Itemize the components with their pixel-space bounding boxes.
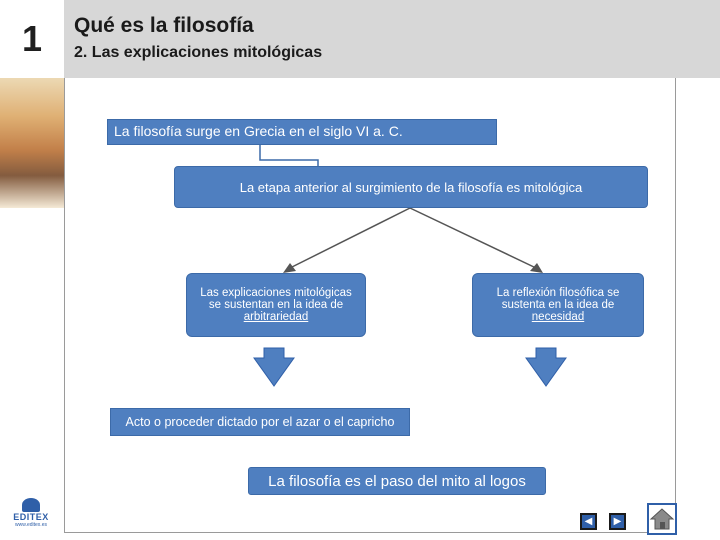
conclusion-box: La filosofía es el paso del mito al logo… xyxy=(248,467,546,495)
right-box-line2: sustenta en la idea de xyxy=(501,299,615,311)
mythological-stage-box: La etapa anterior al surgimiento de la f… xyxy=(174,166,648,208)
chapter-number: 1 xyxy=(21,18,43,59)
chapter-photo xyxy=(0,78,64,208)
page-title: Qué es la filosofía xyxy=(74,14,254,37)
previous-arrow-icon: ◀ xyxy=(584,516,593,527)
mythological-stage-text: La etapa anterior al surgimiento de la f… xyxy=(239,179,583,195)
previous-button[interactable]: ◀ xyxy=(580,513,597,530)
philosophical-reflection-box: La reflexión filosófica se sustenta en l… xyxy=(472,273,644,337)
definition-box: Acto o proceder dictado por el azar o el… xyxy=(110,408,410,436)
next-button[interactable]: ▶ xyxy=(609,513,626,530)
home-icon xyxy=(649,508,675,530)
editex-logo: EDITEX www.editex.es xyxy=(6,498,56,536)
origin-text: La filosofía surge en Grecia en el siglo… xyxy=(114,123,403,139)
right-box-keyword[interactable]: necesidad xyxy=(531,311,585,323)
definition-text: Acto o proceder dictado por el azar o el… xyxy=(125,415,395,429)
right-box-line1: La reflexión filosófica se xyxy=(496,287,620,299)
content-frame xyxy=(64,78,676,533)
origin-box: La filosofía surge en Grecia en el siglo… xyxy=(107,119,497,145)
next-arrow-icon: ▶ xyxy=(613,516,622,527)
header-bar: Qué es la filosofía 2. Las explicaciones… xyxy=(64,0,720,78)
logo-url: www.editex.es xyxy=(15,522,47,528)
left-box-line2: se sustentan en la idea de xyxy=(208,299,344,311)
conclusion-text: La filosofía es el paso del mito al logo… xyxy=(268,472,526,490)
page-subtitle: 2. Las explicaciones mitológicas xyxy=(74,44,323,61)
mythological-explanations-box: Las explicaciones mitológicas se sustent… xyxy=(186,273,366,337)
left-box-line1: Las explicaciones mitológicas xyxy=(200,287,352,299)
left-box-keyword[interactable]: arbitrariedad xyxy=(243,311,309,323)
home-button[interactable] xyxy=(647,503,677,535)
logo-text: EDITEX xyxy=(13,512,49,522)
editex-logo-mark xyxy=(22,498,40,512)
